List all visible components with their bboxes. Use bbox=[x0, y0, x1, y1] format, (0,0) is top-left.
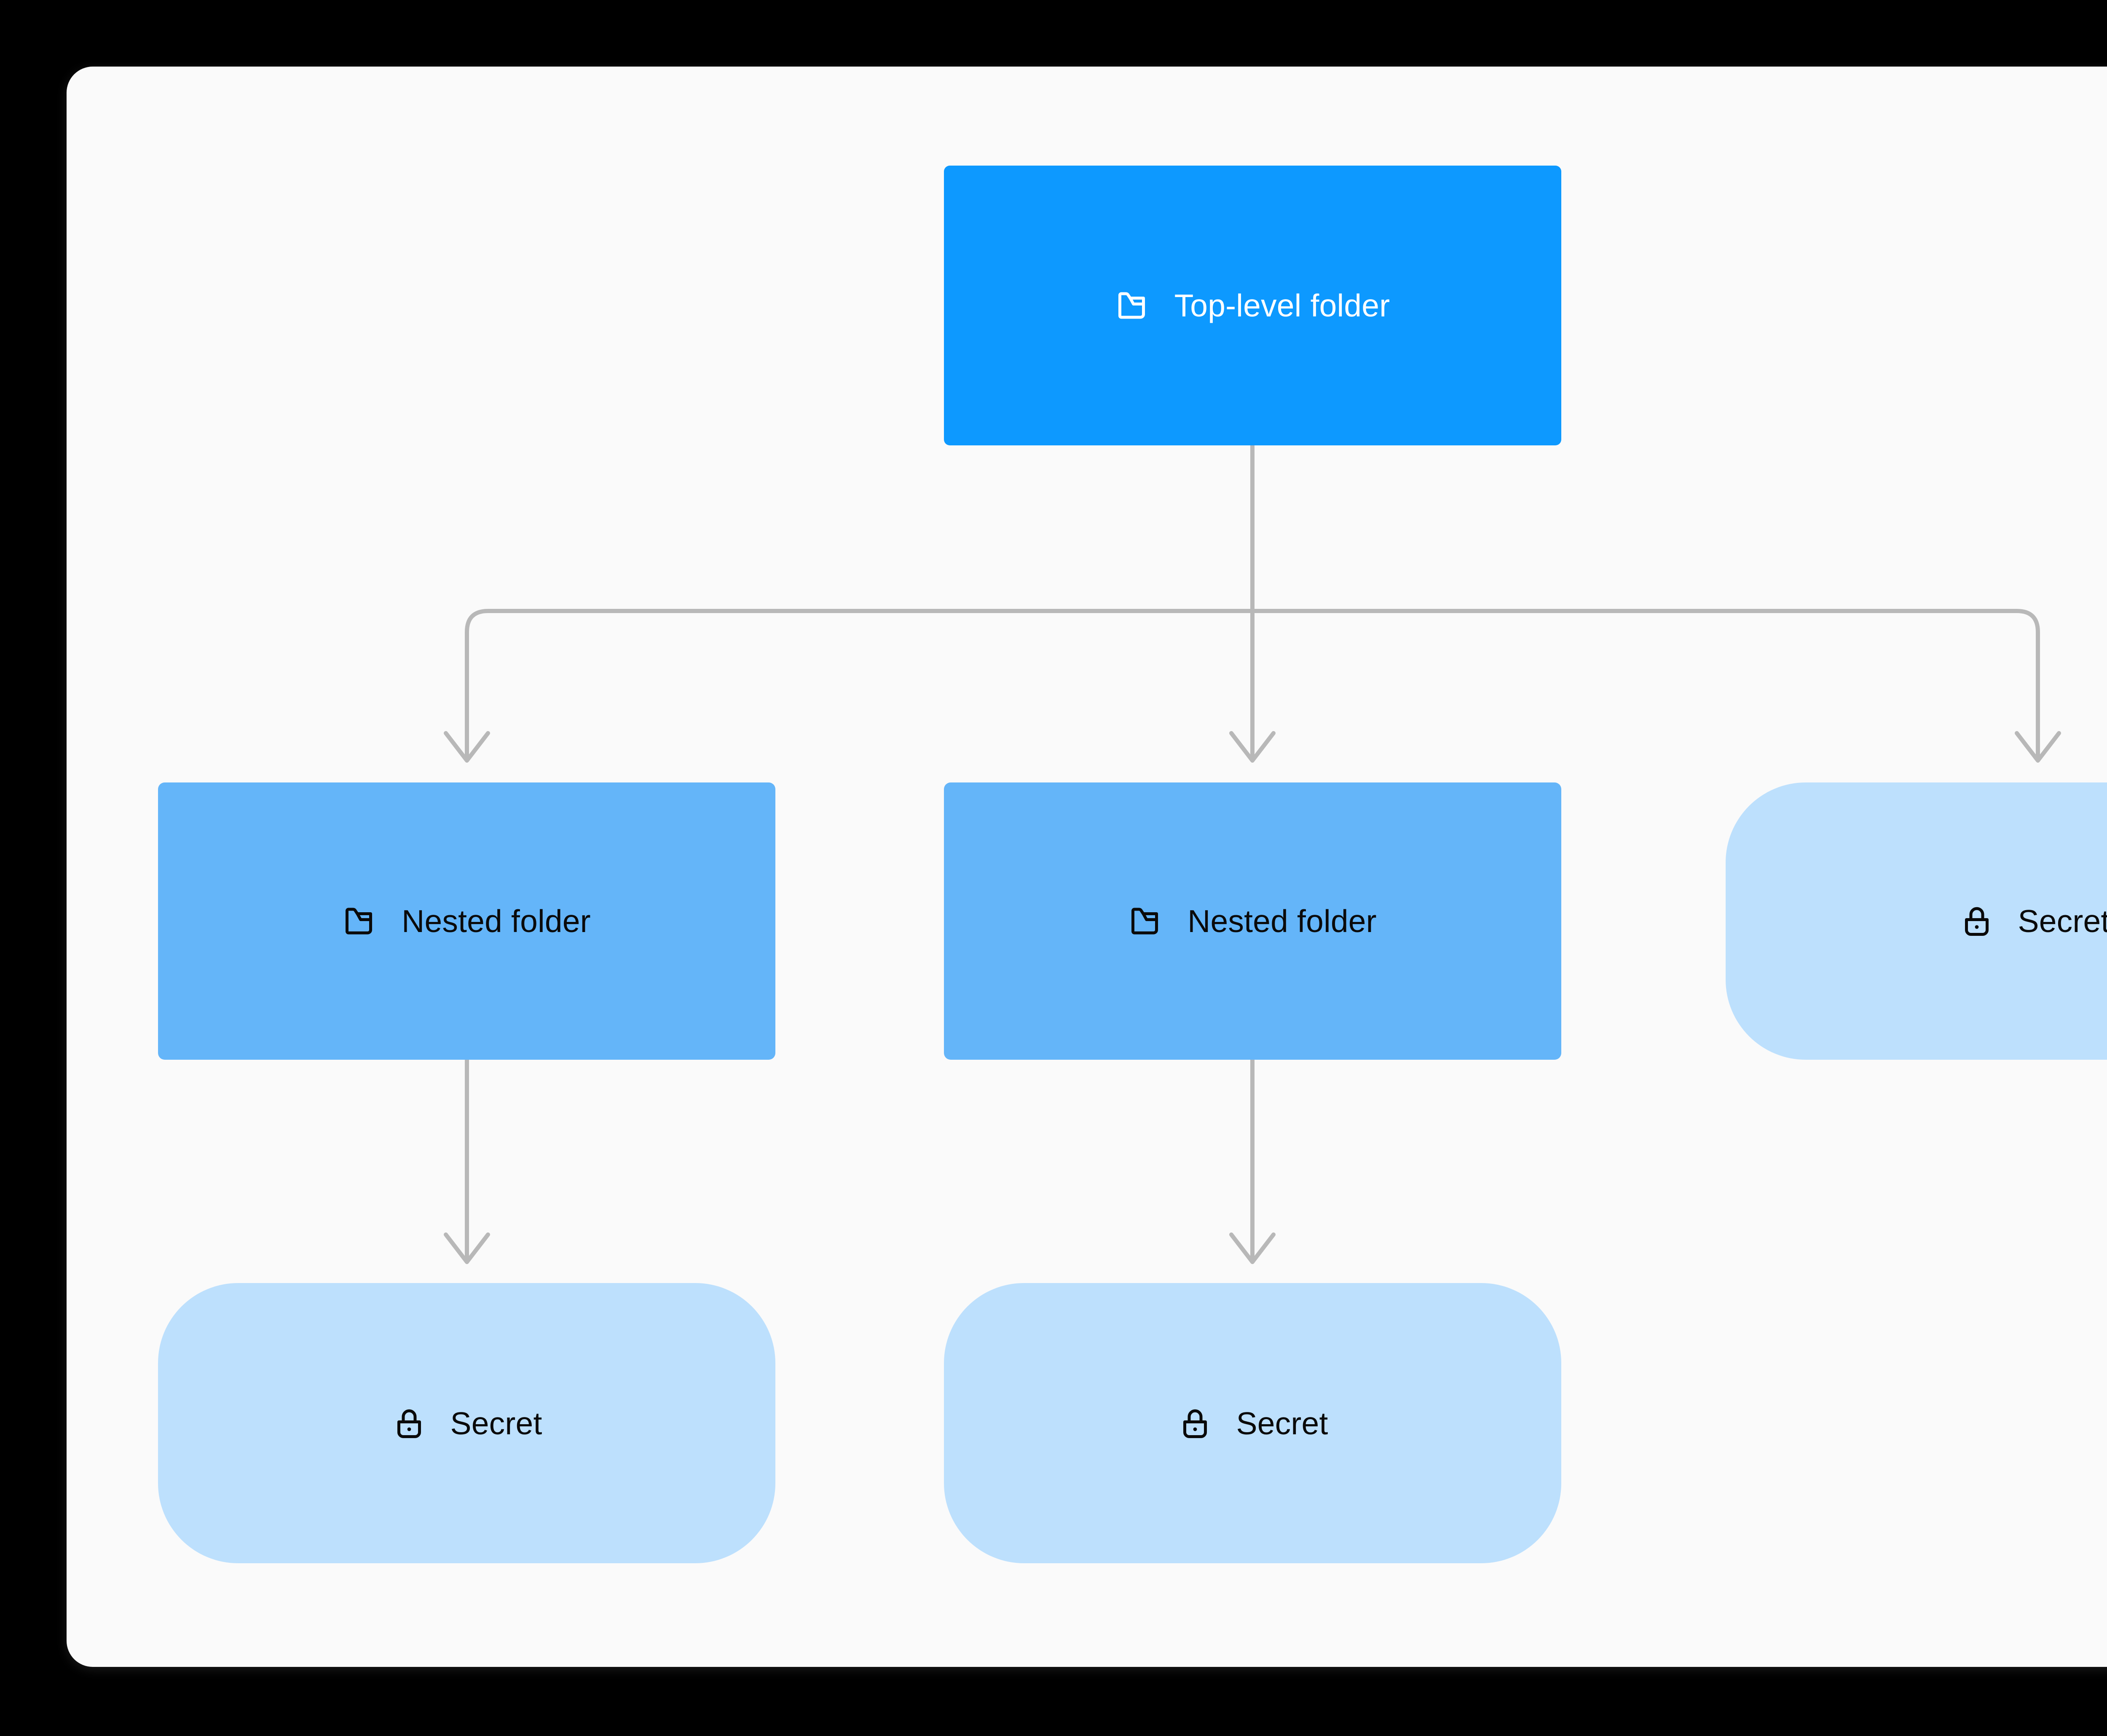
node-secret-right[interactable]: Secret bbox=[1726, 782, 2107, 1060]
node-label: Top-level folder bbox=[1174, 288, 1390, 323]
node-top-level-folder[interactable]: Top-level folder bbox=[944, 166, 1561, 445]
node-label: Nested folder bbox=[1188, 903, 1377, 939]
node-label: Secret bbox=[1236, 1405, 1328, 1441]
lock-icon bbox=[1959, 903, 1994, 939]
node-secret-center[interactable]: Secret bbox=[944, 1283, 1561, 1563]
lock-icon bbox=[1177, 1406, 1213, 1441]
open-folder-icon bbox=[343, 903, 378, 939]
lock-icon bbox=[391, 1406, 427, 1441]
node-nested-folder-left[interactable]: Nested folder bbox=[158, 782, 775, 1060]
node-nested-folder-center[interactable]: Nested folder bbox=[944, 782, 1561, 1060]
node-label: Secret bbox=[450, 1405, 542, 1441]
open-folder-icon bbox=[1115, 288, 1151, 323]
open-folder-icon bbox=[1129, 903, 1164, 939]
node-secret-left[interactable]: Secret bbox=[158, 1283, 775, 1563]
node-label: Secret bbox=[2018, 903, 2107, 939]
node-label: Nested folder bbox=[402, 903, 591, 939]
